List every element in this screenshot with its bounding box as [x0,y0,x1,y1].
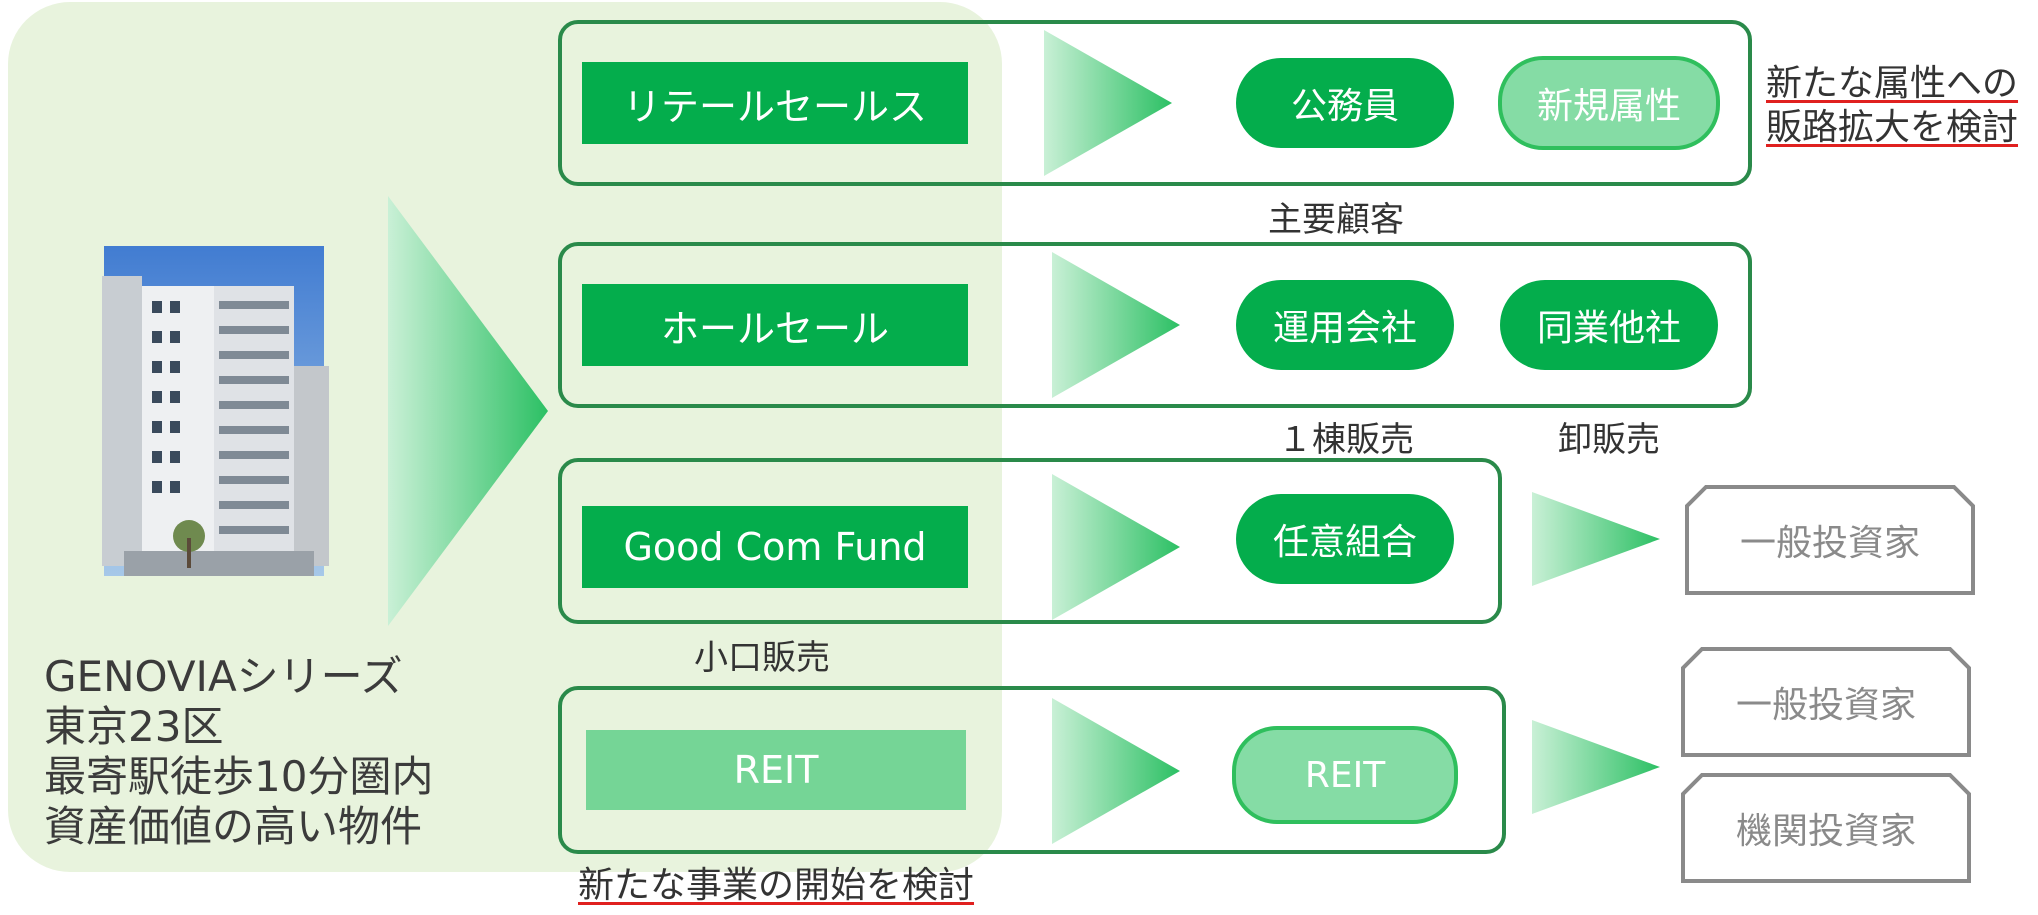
product-description: GENOVIAシリーズ 東京23区 最寄駅徒歩10分圏内 資産価値の高い物件 [44,652,433,852]
investor-general-2: 一般投資家 [1680,646,1972,758]
caption-wholesale: 卸販売 [1558,420,1660,460]
caption-whole-building-sale: １棟販売 [1278,420,1414,460]
arrow-triangle-icon [1052,698,1180,844]
investor-label: 一般投資家 [1735,685,1916,726]
arrow-triangle-icon [1532,720,1660,814]
note-line: 新たな属性への [1766,63,2019,104]
note-line: 新たな事業の開始を検討 [578,865,975,906]
arrow-triangle-icon [1044,30,1172,176]
investor-general-1: 一般投資家 [1684,484,1976,596]
target-reit: REIT [1232,726,1458,824]
arrow-triangle-icon [1532,492,1660,586]
description-line: 資産価値の高い物件 [44,802,423,851]
investor-institutional: 機関投資家 [1680,772,1972,884]
channel-wholesale: ホールセール [582,284,968,366]
building-photo [94,246,334,586]
caption-main-customers: 主要顧客 [1268,200,1404,240]
row-frame-retail [558,20,1752,186]
target-asset-manager: 運用会社 [1236,280,1454,370]
note-new-attribute: 新たな属性への 販路拡大を検討 [1766,62,2018,150]
target-peer-company: 同業他社 [1500,280,1718,370]
description-line: GENOVIAシリーズ [44,652,403,701]
target-public-servant: 公務員 [1236,58,1454,148]
caption-small-lot-sale: 小口販売 [694,638,830,678]
row-frame-reit [558,686,1506,854]
note-new-business: 新たな事業の開始を検討 [578,864,974,908]
target-voluntary-partnership: 任意組合 [1236,494,1454,584]
row-frame-fund [558,458,1502,624]
description-line: 最寄駅徒歩10分圏内 [44,752,434,801]
channel-reit: REIT [586,730,966,810]
note-line: 販路拡大を検討 [1766,107,2019,148]
investor-label: 一般投資家 [1739,523,1920,564]
channel-good-com-fund: Good Com Fund [582,506,968,588]
row-frame-wholesale [558,242,1752,408]
arrow-triangle-icon [388,196,548,626]
arrow-triangle-icon [1052,252,1180,398]
investor-label: 機関投資家 [1735,811,1916,852]
target-new-attribute: 新規属性 [1498,56,1720,150]
description-line: 東京23区 [44,702,224,751]
arrow-triangle-icon [1052,474,1180,620]
channel-retail-sales: リテールセールス [582,62,968,144]
